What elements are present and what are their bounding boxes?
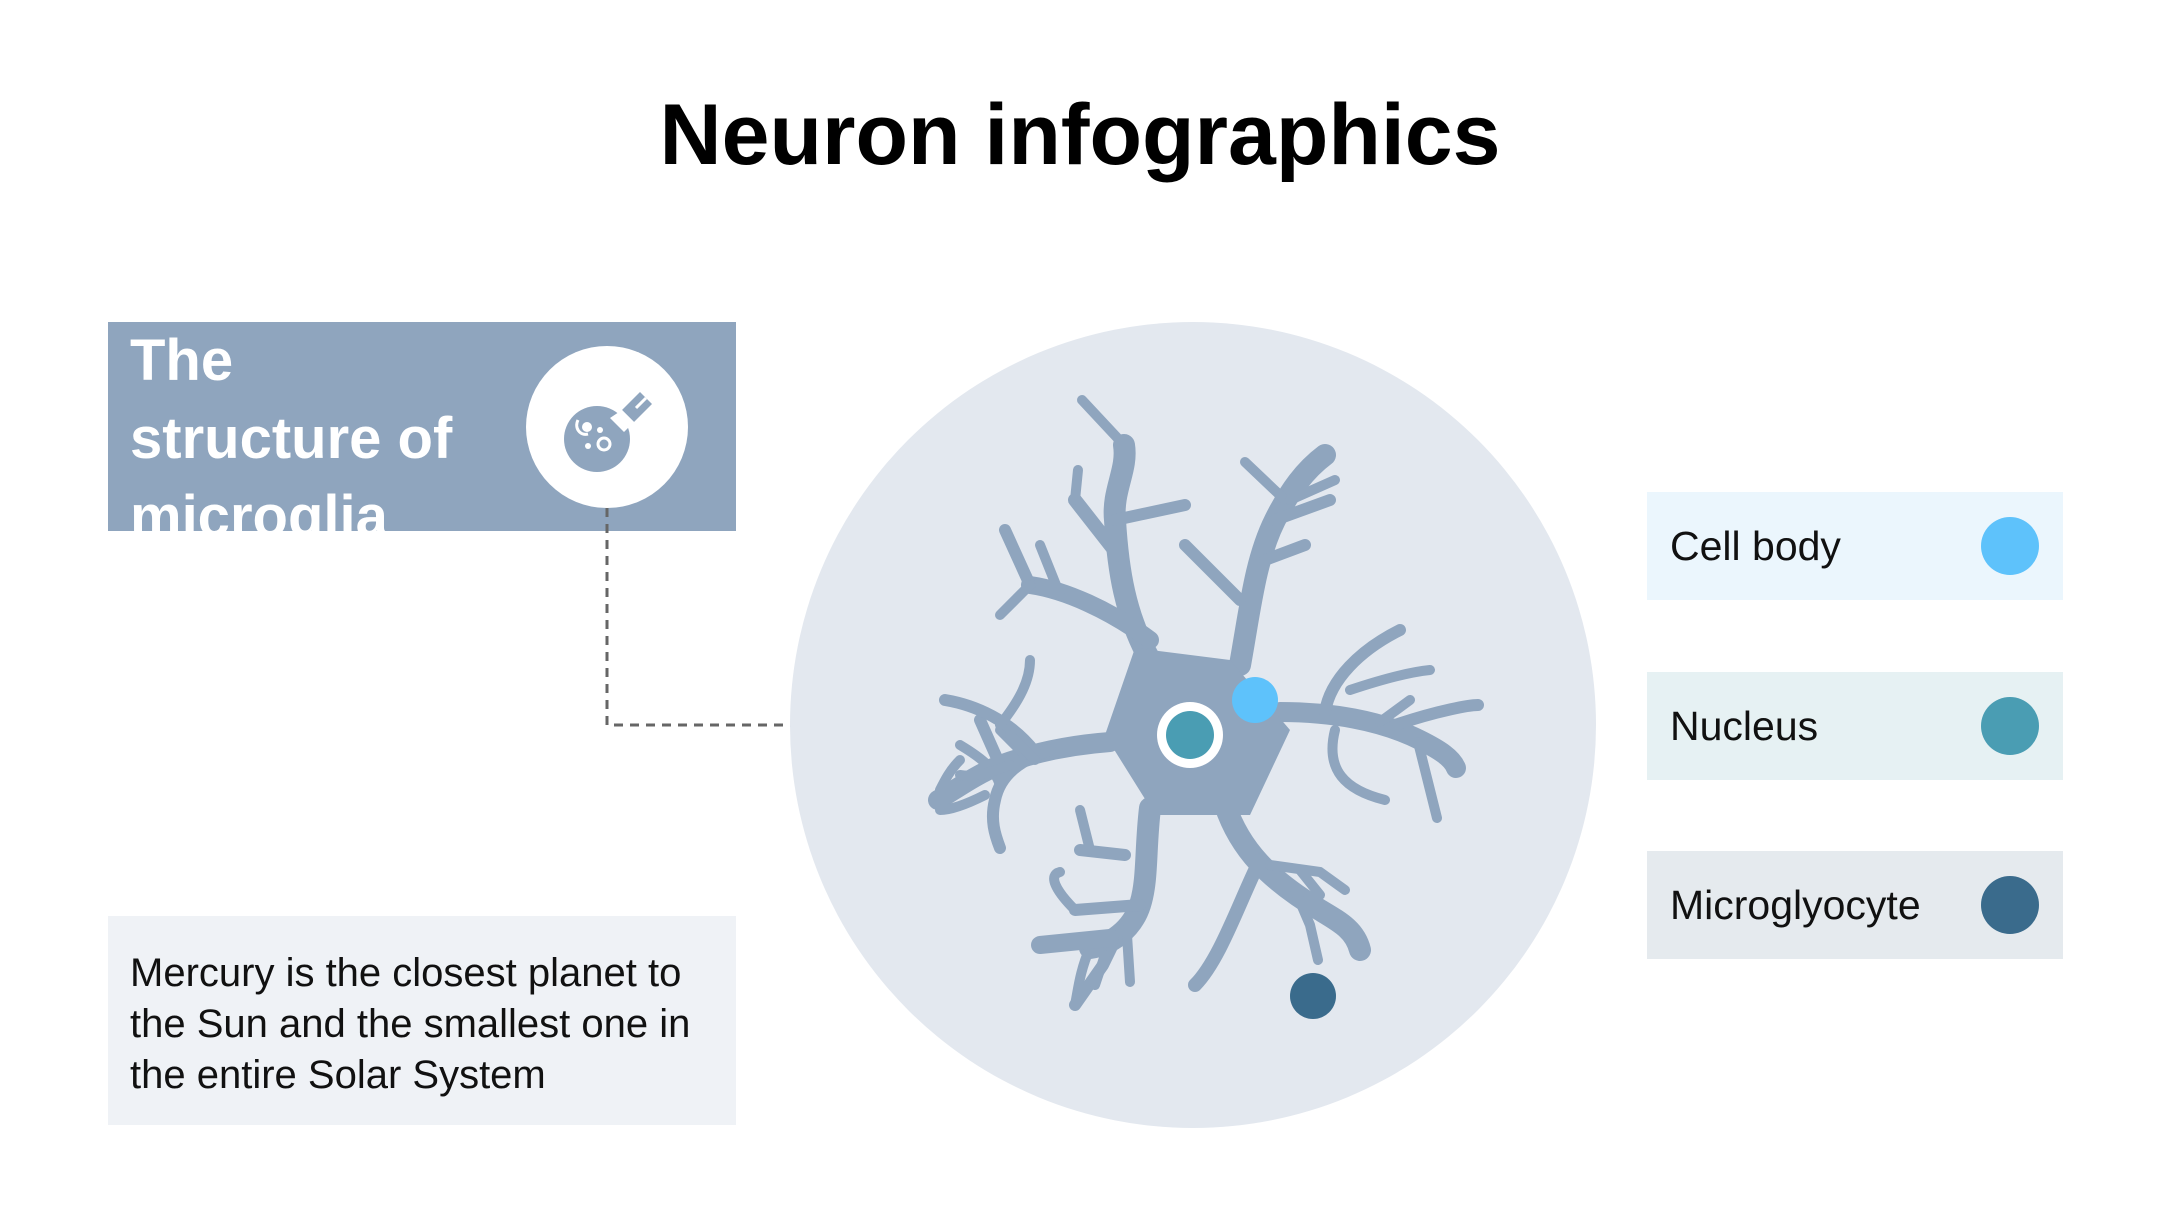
legend-label: Cell body [1670,523,1841,569]
neuron-dendrites [928,395,1484,1011]
microglyocyte-dot-icon [1981,876,2039,934]
legend-item-cell-body: Cell body [1647,492,2063,600]
cell-body-dot-icon [1981,517,2039,575]
legend-item-nucleus: Nucleus [1647,672,2063,780]
nucleus-marker [1166,711,1214,759]
legend-label: Microglyocyte [1670,882,1921,928]
cell-body-marker [1232,677,1278,723]
legend-label: Nucleus [1670,703,1819,749]
legend-item-microglyocyte: Microglyocyte [1647,851,2063,959]
description-text: Mercury is the closest planet to the Sun… [130,951,691,1097]
connector-line [605,508,795,727]
microglia-structure-title: The structure of microglia [130,328,453,531]
description-card: Mercury is the closest planet to the Sun… [108,916,736,1125]
microglia-cell-icon [526,346,688,508]
page-title: Neuron infographics [659,87,1501,183]
nucleus-dot-icon [1981,697,2039,755]
microglyocyte-marker [1290,973,1336,1019]
